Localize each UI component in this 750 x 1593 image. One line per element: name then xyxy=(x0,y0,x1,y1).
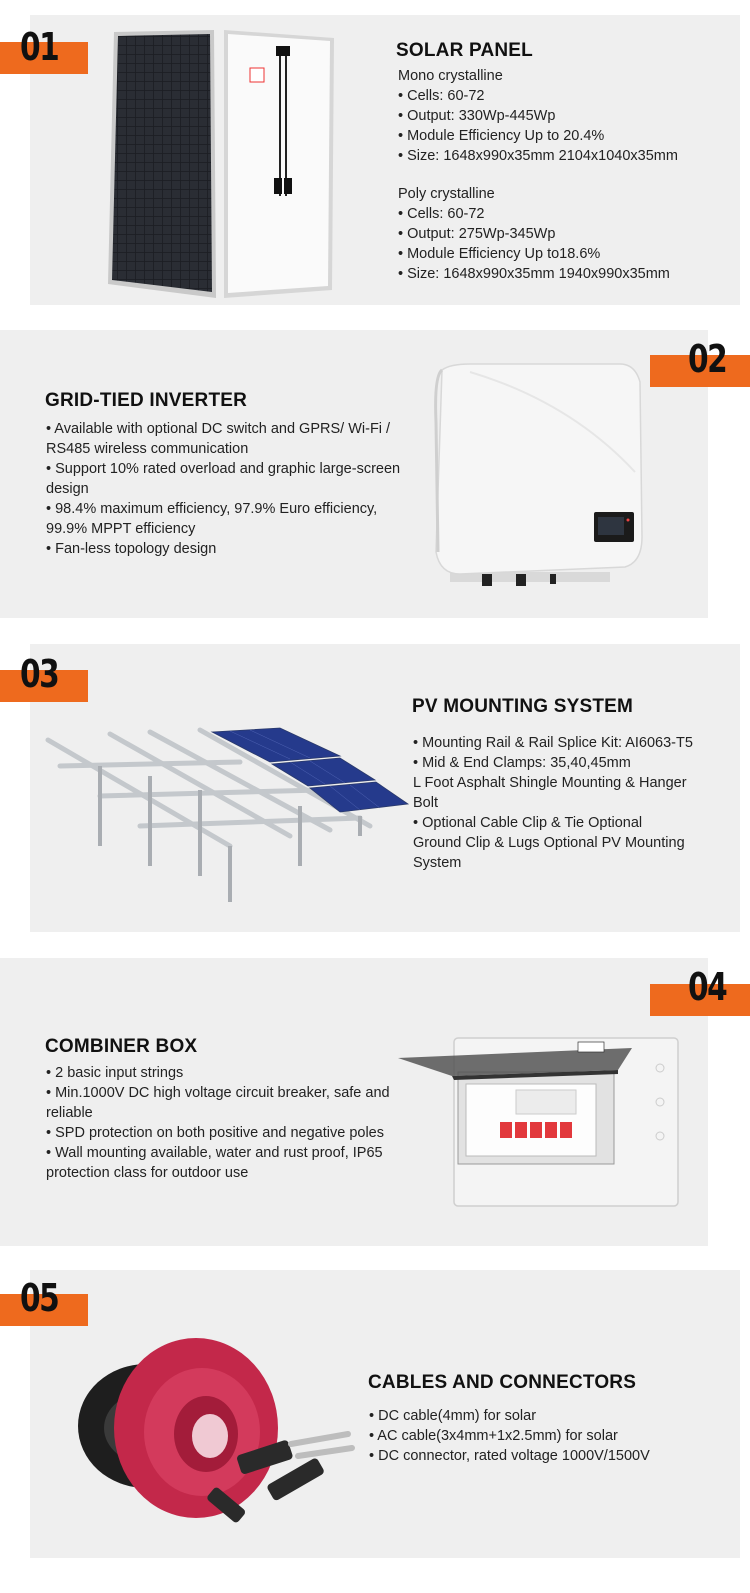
detail-line: RS485 wireless communication xyxy=(46,441,249,457)
detail-line: protection class for outdoor use xyxy=(46,1165,249,1181)
section-title: PV MOUNTING SYSTEM xyxy=(412,696,634,717)
section-details: • 2 basic input strings • Min.1000V DC h… xyxy=(46,1063,390,1183)
section-details: • DC cable(4mm) for solar • AC cable(3x4… xyxy=(369,1406,650,1466)
line-spacer xyxy=(398,166,678,184)
detail-line: 99.9% MPPT efficiency xyxy=(46,521,196,537)
section-number-tag xyxy=(0,670,88,702)
detail-line: • DC cable(4mm) for solar xyxy=(369,1408,537,1424)
section-details: • Available with optional DC switch and … xyxy=(46,419,400,559)
detail-line: Ground Clip & Lugs Optional PV Mounting xyxy=(413,835,685,851)
section-number-tag xyxy=(650,355,750,387)
section-number: 05 xyxy=(20,1276,60,1320)
detail-line: • Mounting Rail & Rail Splice Kit: AI606… xyxy=(413,735,693,751)
detail-line: • Output: 275Wp-345Wp xyxy=(398,226,556,242)
detail-line: • AC cable(3x4mm+1x2.5mm) for solar xyxy=(369,1428,618,1444)
detail-line: L Foot Asphalt Shingle Mounting & Hanger xyxy=(413,775,687,791)
detail-line: • 2 basic input strings xyxy=(46,1065,184,1081)
detail-line: • Min.1000V DC high voltage circuit brea… xyxy=(46,1085,390,1101)
detail-line: System xyxy=(413,855,462,871)
section-number: 01 xyxy=(20,25,60,69)
detail-line: Poly crystalline xyxy=(398,186,495,202)
detail-line: • DC connector, rated voltage 1000V/1500… xyxy=(369,1448,650,1464)
detail-line: • SPD protection on both positive and ne… xyxy=(46,1125,384,1141)
detail-line: reliable xyxy=(46,1105,93,1121)
detail-line: • Available with optional DC switch and … xyxy=(46,421,391,437)
detail-line: design xyxy=(46,481,89,497)
detail-line: • Size: 1648x990x35mm 2104x1040x35mm xyxy=(398,148,678,164)
section-title: GRID-TIED INVERTER xyxy=(45,390,248,411)
detail-line: • Module Efficiency Up to 20.4% xyxy=(398,128,605,144)
section-number-tag xyxy=(650,984,750,1016)
section-title: CABLES AND CONNECTORS xyxy=(368,1372,637,1393)
detail-line: Bolt xyxy=(413,795,438,811)
detail-line: • Support 10% rated overload and graphic… xyxy=(46,461,401,477)
detail-line: • Cells: 60-72 xyxy=(398,88,485,104)
cables-image xyxy=(78,1338,355,1523)
inverter-image xyxy=(434,363,643,586)
section-number: 03 xyxy=(20,652,60,696)
detail-line: • Cells: 60-72 xyxy=(398,206,485,222)
detail-line: Mono crystalline xyxy=(398,68,503,84)
section-title: SOLAR PANEL xyxy=(396,40,533,61)
detail-line: • 98.4% maximum efficiency, 97.9% Euro e… xyxy=(46,501,378,517)
mounting-system-image xyxy=(45,727,410,902)
solar-panel-image xyxy=(108,30,334,298)
detail-line: • Module Efficiency Up to18.6% xyxy=(398,246,601,262)
section-details: Mono crystalline • Cells: 60-72 • Output… xyxy=(398,66,678,284)
section-number-tag xyxy=(0,42,88,74)
section-number: 04 xyxy=(688,965,728,1009)
detail-line: • Size: 1648x990x35mm 1940x990x35mm xyxy=(398,266,670,282)
detail-line: • Mid & End Clamps: 35,40,45mm xyxy=(413,755,631,771)
section-title: COMBINER BOX xyxy=(45,1036,198,1057)
combiner-box-image xyxy=(398,1037,679,1207)
detail-line: • Optional Cable Clip & Tie Optional xyxy=(413,815,643,831)
section-number: 02 xyxy=(688,337,728,381)
detail-line: • Output: 330Wp-445Wp xyxy=(398,108,556,124)
detail-line: • Fan-less topology design xyxy=(46,541,217,557)
section-details: • Mounting Rail & Rail Splice Kit: AI606… xyxy=(413,733,693,873)
section-number-tag xyxy=(0,1294,88,1326)
detail-line: • Wall mounting available, water and rus… xyxy=(46,1145,383,1161)
